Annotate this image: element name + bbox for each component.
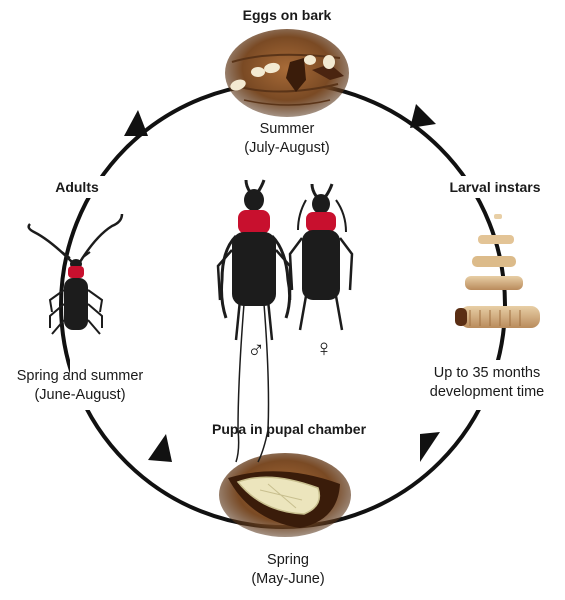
adults-title: Adults <box>55 179 99 195</box>
cycle-arrow-bottom-right <box>420 432 440 462</box>
pupa-season-line2: (May-June) <box>251 571 325 587</box>
adults-season: Spring and summer (June-August) <box>6 367 154 405</box>
egg <box>323 55 335 69</box>
larva-instar-2 <box>478 235 514 244</box>
female-symbol: ♀ <box>315 335 333 362</box>
pupa-title: Pupa in pupal chamber <box>211 421 367 437</box>
larva-instar-3 <box>472 256 516 267</box>
adult-beetle-illustration <box>27 213 124 335</box>
pupa-season: Spring (May-June) <box>228 551 348 589</box>
larvae-duration-line2: development time <box>429 384 545 400</box>
egg <box>230 79 246 91</box>
larval-instars-illustration <box>455 214 540 328</box>
pupa-season-line1: Spring <box>267 552 309 568</box>
pupa <box>236 476 321 515</box>
larvae-title: Larval instars <box>449 179 541 195</box>
larvae-duration: Up to 35 months development time <box>412 364 562 402</box>
female-beetle-illustration <box>288 183 354 331</box>
cycle-arrow-top-right <box>410 104 436 128</box>
pupa-in-chamber-illustration <box>219 453 351 537</box>
adults-season-line1: Spring and summer <box>16 368 144 384</box>
eggs-season: Summer (July-August) <box>210 120 364 158</box>
male-beetle-illustration <box>216 179 292 463</box>
eggs-title: Eggs on bark <box>242 7 332 23</box>
male-symbol: ♂ <box>247 337 265 364</box>
adults-season-line2: (June-August) <box>34 387 126 403</box>
eggs-season-line2: (July-August) <box>244 140 330 156</box>
larva-instar-1 <box>494 214 502 219</box>
larvae-duration-line1: Up to 35 months <box>433 365 541 381</box>
egg <box>251 67 265 77</box>
cycle-arrow-bottom-left <box>148 434 172 462</box>
eggs-on-bark-illustration <box>225 29 349 117</box>
egg <box>304 55 316 65</box>
larva-instar-4 <box>465 276 523 290</box>
egg <box>264 62 280 74</box>
eggs-season-line1: Summer <box>259 121 315 137</box>
cycle-arrow-top-left <box>124 110 148 136</box>
